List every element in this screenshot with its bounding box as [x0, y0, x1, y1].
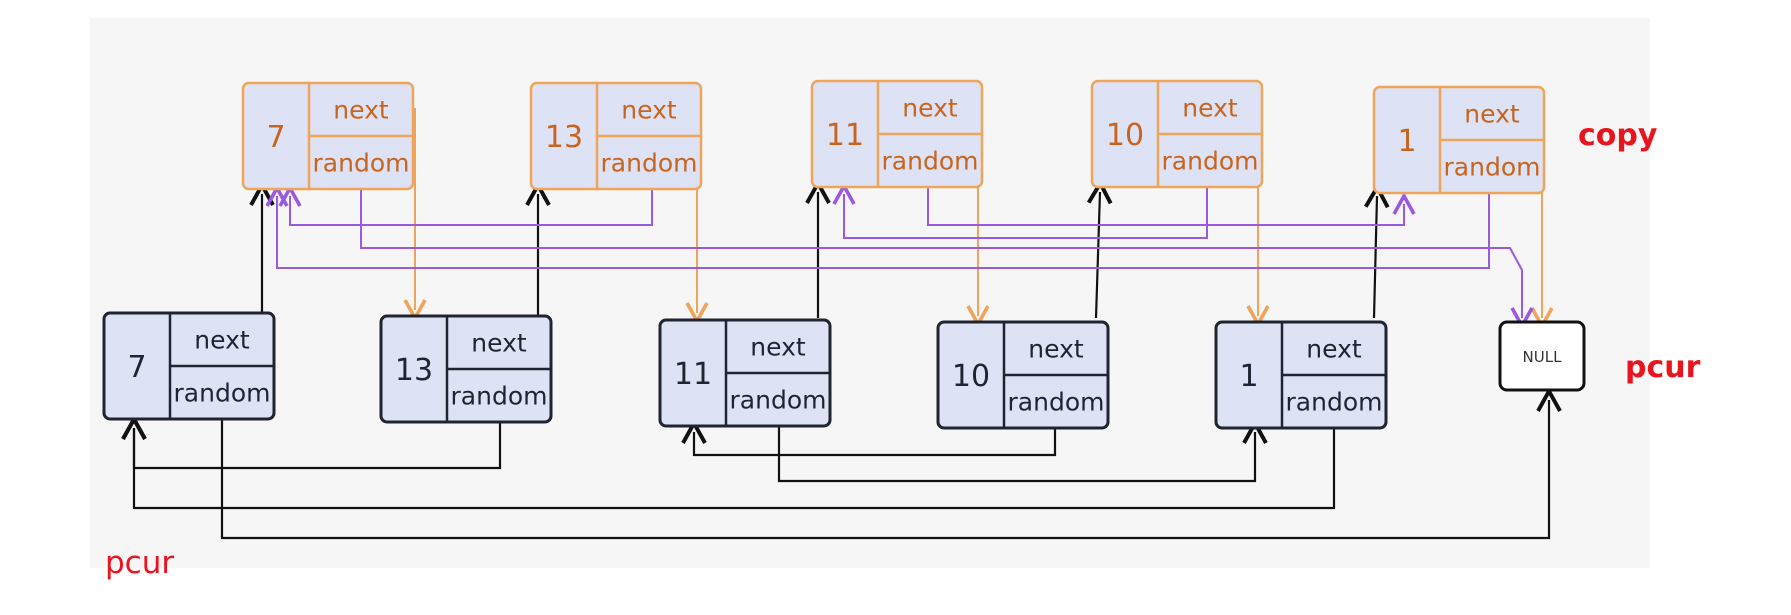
random-field-label: random — [1444, 153, 1541, 182]
next-field-label: next — [621, 96, 677, 125]
null-label: NULL — [1523, 348, 1563, 366]
copy-list: 7 next random 13 next random 11 next random 10 nex… — [241, 79, 1546, 195]
copy-node-10: 10 next random — [1090, 79, 1264, 189]
random-field-label: random — [1162, 147, 1259, 176]
copy-node-13: 13 next random — [529, 81, 703, 191]
copy-list-label: copy — [1578, 118, 1658, 153]
random-field-label: random — [882, 147, 979, 176]
copy-node-value: 11 — [826, 118, 864, 153]
copy-node-value: 10 — [1106, 118, 1144, 153]
original-list: 7 next random 13 next random 11 next random 10 nex… — [102, 311, 1388, 430]
next-field-label: next — [750, 333, 806, 362]
orig-node-7: 7 next random — [102, 311, 276, 421]
copy-node-value: 13 — [545, 120, 583, 155]
copy-node-1: 1 next random — [1372, 85, 1546, 195]
copy-random-arrows — [265, 180, 1534, 330]
copy-node-value: 7 — [266, 120, 285, 155]
orig-node-1: 1 next random — [1214, 320, 1388, 430]
next-field-label: next — [1182, 94, 1238, 123]
orig-node-10: 10 next random — [936, 320, 1110, 430]
copy-random-1-to-7 — [265, 184, 1490, 269]
orig-random-1-to-7 — [121, 415, 1336, 510]
copy-random-7-to-null — [360, 186, 1534, 330]
pcur-label-head: pcur — [105, 545, 175, 581]
orig-to-copy-arrow-10 — [1086, 179, 1113, 319]
next-field-label: next — [902, 94, 958, 123]
pcur-label-null: pcur — [1625, 350, 1701, 385]
next-field-label: next — [1028, 335, 1084, 364]
null-node: NULL — [1498, 320, 1586, 392]
random-field-label: random — [1008, 388, 1105, 417]
next-field-label: next — [1464, 100, 1520, 129]
copy-random-10-to-11 — [832, 180, 1208, 239]
orig-node-value: 7 — [127, 350, 146, 385]
random-field-label: random — [730, 386, 827, 415]
random-field-label: random — [174, 379, 271, 408]
orig-to-copy-arrow-1 — [1364, 183, 1390, 319]
orig-node-value: 10 — [952, 359, 990, 394]
orig-node-value: 11 — [674, 357, 712, 392]
copy-random-11-to-1 — [927, 185, 1416, 226]
next-field-label: next — [471, 329, 527, 358]
orig-node-11: 11 next random — [658, 318, 832, 428]
random-field-label: random — [1286, 388, 1383, 417]
orig-random-10-to-11 — [681, 418, 1057, 457]
orig-node-13: 13 next random — [379, 314, 553, 424]
copy-node-11: 11 next random — [810, 79, 984, 189]
random-field-label: random — [601, 149, 698, 178]
orig-node-value: 13 — [395, 353, 433, 388]
orig-node-value: 1 — [1239, 359, 1258, 394]
copy-random-13-to-7 — [278, 184, 653, 226]
orig-random-arrows — [121, 387, 1562, 540]
random-field-label: random — [313, 149, 410, 178]
random-field-label: random — [451, 382, 548, 411]
next-field-label: next — [333, 96, 389, 125]
copy-node-value: 1 — [1397, 124, 1416, 159]
next-field-label: next — [1306, 335, 1362, 364]
next-field-label: next — [194, 326, 250, 355]
copy-node-7: 7 next random — [241, 81, 415, 191]
orig-random-11-to-1 — [777, 418, 1268, 483]
orig-random-7-to-null — [220, 387, 1562, 540]
